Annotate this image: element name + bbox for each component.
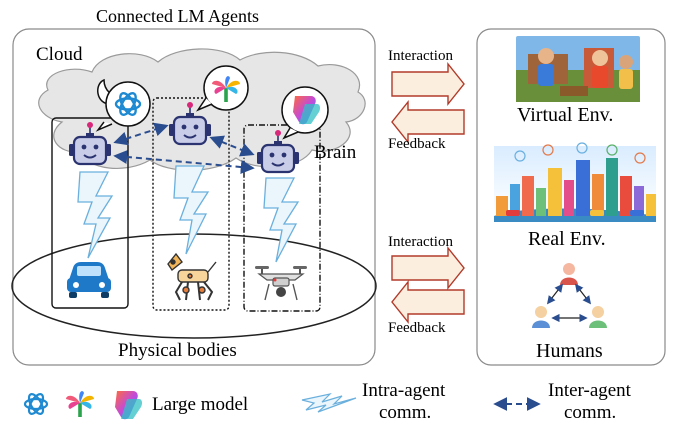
person-icon — [589, 306, 607, 328]
legend-inter-label-2: comm. — [564, 402, 617, 423]
diagram-title: Connected LM Agents — [96, 6, 259, 26]
legend-bolt-icon — [301, 392, 357, 413]
interaction-label-top: Interaction — [388, 48, 453, 64]
cloud-label: Cloud — [36, 44, 83, 65]
speech-bubble-palm — [195, 65, 249, 112]
virtual-env-label: Virtual Env. — [517, 104, 614, 126]
agent-box-drone — [243, 124, 321, 312]
person-icon — [532, 306, 550, 328]
legend-large-model-label: Large model — [152, 394, 249, 415]
robot-head-icon — [169, 102, 211, 146]
chatgpt-icon — [23, 393, 49, 415]
bolt-car — [77, 171, 114, 259]
feedback-arrow-bottom — [391, 280, 465, 324]
drone-icon — [255, 266, 307, 301]
agent-box-car — [51, 117, 129, 309]
copilot-icon — [115, 391, 143, 420]
physical-bodies-label: Physical bodies — [118, 340, 237, 361]
intra-comm-bolts — [77, 165, 300, 263]
interaction-label-bottom: Interaction — [388, 234, 453, 250]
interaction-arrow-bottom — [391, 246, 465, 290]
palm-tree-icon — [212, 76, 240, 102]
feedback-arrow-top — [391, 100, 465, 144]
car-icon — [67, 262, 111, 298]
copilot-icon — [293, 96, 321, 125]
bolt-dog — [173, 165, 210, 255]
legend-intra-label-1: Intra-agent — [362, 380, 446, 401]
humans-label: Humans — [536, 340, 603, 362]
legend-intra-label-2: comm. — [379, 402, 432, 423]
speech-bubble-chatgpt — [95, 78, 151, 132]
real-env-label: Real Env. — [528, 228, 606, 250]
legend — [23, 391, 541, 420]
person-icon — [560, 263, 578, 285]
feedback-label-bottom: Feedback — [388, 320, 446, 336]
robot-head-icon — [257, 130, 299, 174]
robot-head-icon — [69, 122, 111, 166]
inter-comm-arrows — [113, 122, 255, 174]
bolt-drone — [263, 177, 300, 263]
agent-box-dog — [152, 97, 230, 311]
city-icon — [494, 142, 656, 222]
brain-label: Brain — [314, 142, 357, 163]
interaction-arrow-top — [391, 62, 465, 106]
humans-network — [532, 263, 607, 328]
vr-scene-icon — [516, 36, 640, 102]
palm-tree-icon — [66, 391, 94, 417]
chatgpt-icon — [114, 92, 142, 116]
feedback-label-top: Feedback — [388, 136, 446, 152]
robot-dog-icon — [167, 252, 217, 301]
legend-inter-label-1: Inter-agent — [548, 380, 631, 401]
speech-bubble-copilot — [281, 86, 329, 140]
